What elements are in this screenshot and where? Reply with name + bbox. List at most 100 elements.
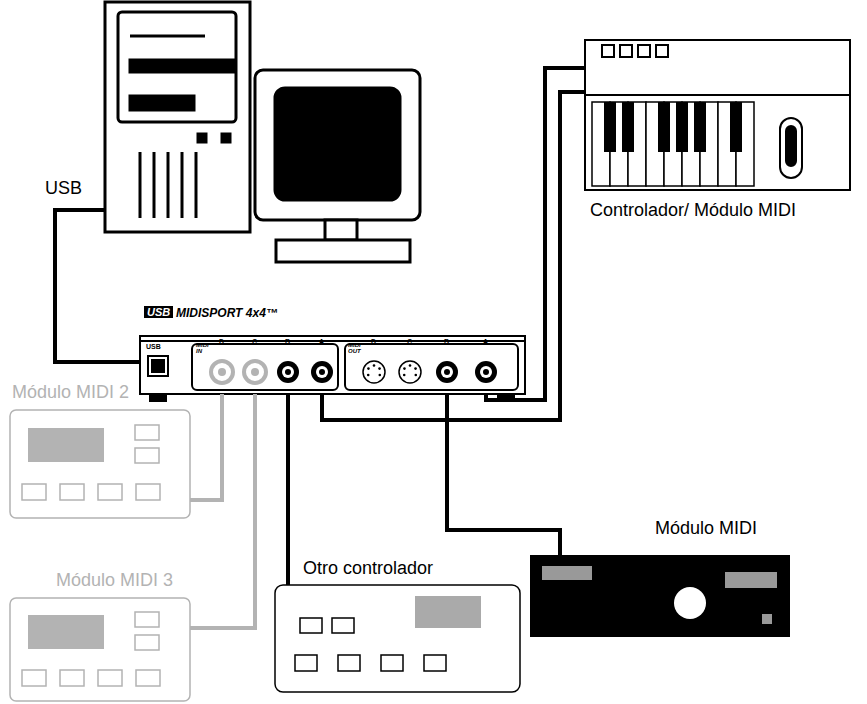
drawing-part (638, 45, 650, 57)
drawing-part (311, 361, 333, 383)
drawing-part (367, 367, 370, 370)
drawing-part (28, 615, 104, 649)
drawing-part (780, 118, 802, 178)
drawing-part (295, 655, 317, 671)
drawing-part (622, 102, 634, 152)
module-3-drawing (10, 598, 190, 701)
drawing-part (135, 425, 159, 440)
drawing-part (195, 152, 198, 218)
midi-port (399, 361, 421, 383)
drawing-part (60, 670, 84, 686)
midi-port (363, 361, 385, 383)
drawing-part (98, 484, 122, 500)
drawing-part (480, 366, 492, 378)
drawing-part (542, 566, 592, 580)
node-label: B (444, 338, 449, 345)
drawing-part (218, 368, 226, 376)
drawing-part (604, 102, 616, 152)
node-label: MIDI OUT (348, 342, 364, 354)
drawing-part (332, 618, 354, 633)
drawing-part (403, 374, 406, 377)
drawing-part (436, 361, 458, 383)
module-2-drawing (10, 410, 190, 518)
drawing-part (620, 45, 632, 57)
drawing-part (130, 96, 194, 110)
drawing-part (10, 410, 190, 518)
node-label: MIDISPORT 4x4™ (176, 306, 278, 320)
node-label: A (483, 338, 488, 345)
drawing-part (276, 240, 410, 262)
drawing-part (211, 361, 233, 383)
drawing-part (658, 102, 670, 152)
drawing-part (153, 152, 156, 218)
drawing-part (222, 134, 230, 142)
node-label: B (285, 338, 290, 345)
drawing-part (725, 572, 777, 588)
usb-cable (55, 210, 152, 362)
drawing-part (363, 361, 385, 383)
drawing-part (415, 596, 481, 628)
drawing-part (414, 374, 417, 377)
drawing-part (316, 366, 328, 378)
drawing-part (251, 368, 259, 376)
drawing-part (275, 585, 520, 692)
drawing-part (181, 152, 184, 218)
controller-box: Otro controlador (275, 585, 520, 692)
drawing-part (345, 344, 518, 390)
drawing-part (319, 369, 325, 375)
midi-port (277, 361, 299, 383)
drawing-part (300, 618, 322, 633)
midi-ports (211, 361, 497, 383)
drawing-part (135, 635, 159, 650)
node-label: Módulo MIDI 2 (12, 382, 129, 403)
node-label: Otro controlador (303, 558, 433, 579)
midi-module-greyed: Módulo MIDI 2 (10, 410, 190, 518)
midi-port (211, 361, 233, 383)
drawing-part (373, 364, 376, 367)
drawing-part (277, 361, 299, 383)
drawing-part (483, 369, 489, 375)
drawing-part (414, 367, 417, 370)
drawing-part (118, 12, 236, 122)
midi-cable (190, 394, 255, 628)
drawing-part (381, 655, 403, 671)
drawing-part (139, 152, 142, 218)
drawing-part (140, 336, 525, 394)
drawing-part (403, 367, 406, 370)
drawing-part (424, 655, 446, 671)
drawing-part (275, 88, 400, 200)
drawing-part (192, 344, 338, 390)
drawing-part (585, 40, 850, 190)
drawing-part (656, 45, 668, 57)
midi-cable (322, 92, 585, 420)
node-label: USB (146, 343, 161, 350)
drawing-part (285, 369, 291, 375)
node-label: Controlador/ Módulo MIDI (590, 200, 796, 221)
drawing-part (762, 614, 772, 624)
drawing-part (105, 2, 250, 232)
controller-drawing (275, 585, 520, 692)
midi-module: Módulo MIDI (530, 555, 790, 637)
drawing-part (676, 102, 688, 152)
node-label: D (371, 338, 376, 345)
computer-tower (105, 2, 250, 232)
drawing-part (136, 670, 160, 686)
monitor (255, 70, 420, 262)
midi-port (436, 361, 458, 383)
midi-module-greyed: Módulo MIDI 3 (10, 598, 190, 701)
drawing-part (399, 361, 421, 383)
midi-cable (486, 68, 585, 400)
drawing-part (28, 428, 104, 462)
node-label: MIDI IN (196, 342, 210, 354)
drawing-part (444, 369, 450, 375)
node-label: Módulo MIDI 3 (56, 570, 173, 591)
drawing-part (148, 356, 168, 376)
node-label: USB (144, 306, 173, 318)
midi-port (244, 361, 266, 383)
drawing-part (152, 360, 164, 372)
cable-label: USB (45, 178, 82, 199)
drawing-part (140, 340, 525, 342)
midi-port (475, 361, 497, 383)
